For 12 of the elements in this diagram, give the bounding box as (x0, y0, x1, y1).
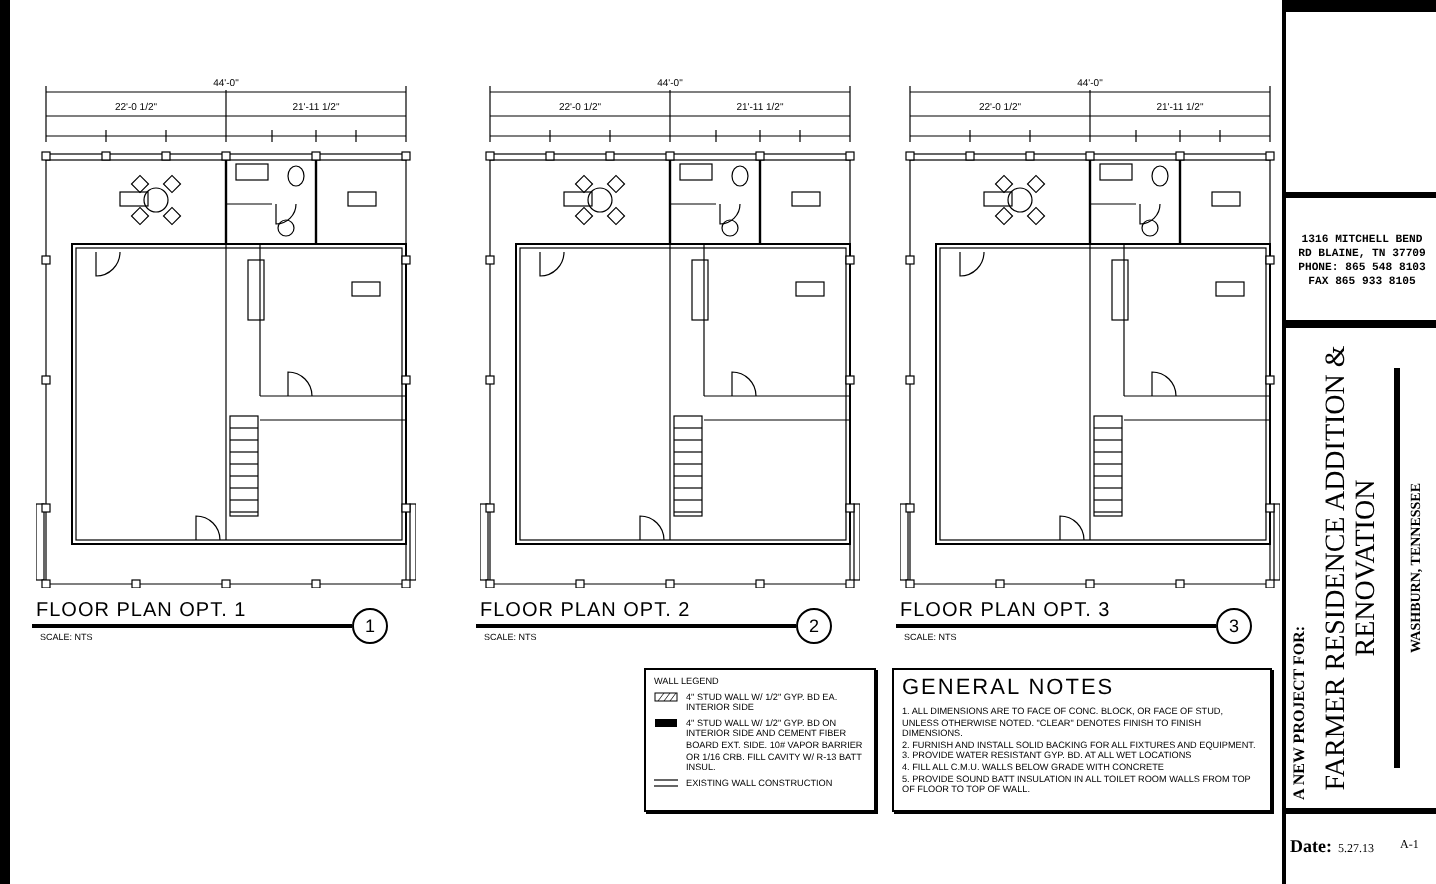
plan-number-circle: 2 (796, 608, 832, 644)
project-name: FARMER RESIDENCE ADDITION & RENOVATION (1322, 343, 1382, 795)
notes-heading: GENERAL NOTES (902, 676, 1117, 700)
date-label: Date: (1290, 836, 1332, 856)
plan-number-circle: 1 (352, 608, 388, 644)
plan-title: FLOOR PLAN OPT. 1 (36, 600, 247, 622)
plan-number-circle: 3 (1216, 608, 1252, 644)
notes-panel (892, 668, 1272, 812)
plan-title: FLOOR PLAN OPT. 2 (480, 600, 691, 622)
plan-title: FLOOR PLAN OPT. 3 (900, 600, 1111, 622)
project-label: A NEW PROJECT FOR: (1290, 623, 1310, 800)
wall-legend-panel (644, 668, 876, 812)
